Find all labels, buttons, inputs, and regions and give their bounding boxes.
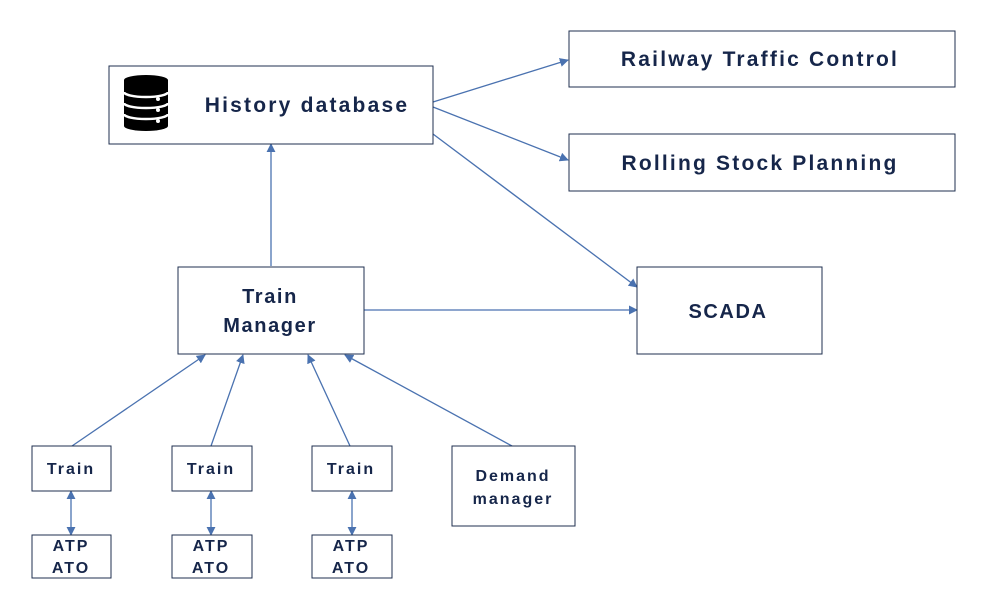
- history-database-label: History database: [205, 94, 409, 117]
- rolling-stock-planning-node: Rolling Stock Planning: [568, 133, 956, 192]
- train-3-label: Train: [327, 461, 375, 478]
- scada-node: SCADA: [636, 266, 823, 355]
- edge-train2-to-train-manager: [210, 354, 245, 447]
- edge-train3-to-train-manager: [307, 354, 351, 447]
- atp-2-label: ATP: [193, 538, 230, 555]
- rolling-stock-planning-label: Rolling Stock Planning: [621, 152, 898, 175]
- train-node-1: Train: [31, 445, 112, 492]
- edge-history-to-rtc: [432, 58, 569, 103]
- database-icon: [122, 75, 170, 131]
- atp-ato-node-1: ATP ATO: [31, 534, 112, 579]
- railway-traffic-control-node: Railway Traffic Control: [568, 30, 956, 88]
- demand-manager-label-line1: Demand: [475, 468, 550, 485]
- train-node-2: Train: [171, 445, 253, 492]
- ato-1-label: ATO: [52, 560, 90, 577]
- train-1-label: Train: [47, 461, 95, 478]
- atp-1-label: ATP: [53, 538, 90, 555]
- train-node-3: Train: [311, 445, 393, 492]
- edge-history-to-scada: [432, 133, 638, 288]
- edge-history-to-rsp: [432, 106, 569, 162]
- edge-train1-to-train-manager: [71, 354, 206, 447]
- atp-3-label: ATP: [333, 538, 370, 555]
- atp-ato-node-3: ATP ATO: [311, 534, 393, 579]
- demand-manager-label-line2: manager: [473, 491, 554, 508]
- train-manager-label-line1: Train: [242, 286, 298, 308]
- scada-label: SCADA: [688, 301, 767, 323]
- demand-manager-node: Demand manager: [451, 445, 576, 527]
- ato-2-label: ATO: [192, 560, 230, 577]
- train-2-label: Train: [187, 461, 235, 478]
- train-manager-node: Train Manager: [177, 266, 365, 355]
- history-database-node: History database: [108, 65, 434, 145]
- train-manager-label-line2: Manager: [223, 315, 316, 337]
- atp-ato-node-2: ATP ATO: [171, 534, 253, 579]
- edge-demand-to-train-manager: [344, 354, 513, 447]
- railway-traffic-control-label: Railway Traffic Control: [621, 48, 899, 71]
- edges: [66, 58, 638, 536]
- ato-3-label: ATO: [332, 560, 370, 577]
